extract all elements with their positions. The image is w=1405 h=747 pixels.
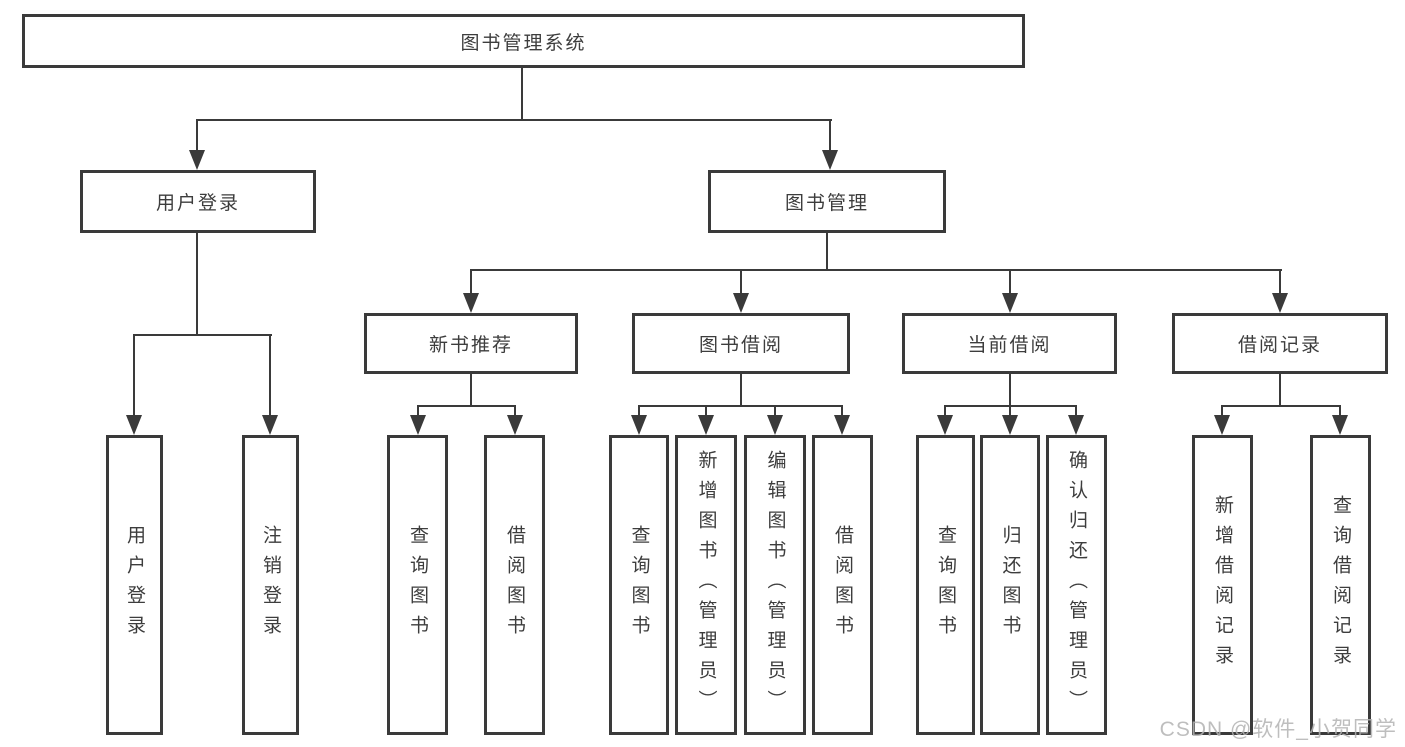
leaf-label: 归还图书 (999, 525, 1021, 645)
arrow-down-icon (834, 415, 850, 435)
arrow-down-icon (507, 415, 523, 435)
arrow-down-icon (767, 415, 783, 435)
connector-line (1009, 374, 1011, 407)
leaf-confirm-return-admin: 确认归还（管理员） (1046, 435, 1107, 735)
connector-line (1009, 405, 1011, 417)
leaf-edit-books-admin: 编辑图书（管理员） (744, 435, 806, 735)
leaf-add-borrow-record: 新增借阅记录 (1192, 435, 1253, 735)
connector-line (826, 233, 828, 271)
node-borrowing-records: 借阅记录 (1172, 313, 1388, 374)
connector-line (514, 405, 516, 417)
arrow-down-icon (1272, 293, 1288, 313)
connector-line (841, 405, 843, 417)
connector-line (705, 405, 707, 417)
arrow-down-icon (410, 415, 426, 435)
leaf-label: 查询图书 (935, 525, 956, 645)
connector-line (133, 334, 272, 336)
arrow-down-icon (937, 415, 953, 435)
leaf-label: 新增借阅记录 (1212, 495, 1233, 675)
arrow-down-icon (1332, 415, 1348, 435)
connector-line (196, 119, 832, 121)
connector-line (196, 233, 198, 336)
node-library-management-system: 图书管理系统 (22, 14, 1025, 68)
connector-line (1339, 405, 1341, 417)
leaf-borrow-books-new-rec: 借阅图书 (484, 435, 545, 735)
connector-line (196, 119, 198, 152)
connector-line (470, 374, 472, 407)
leaf-query-books-new-rec: 查询图书 (387, 435, 448, 735)
connector-line (945, 405, 1077, 407)
connector-line (638, 405, 843, 407)
leaf-borrow-books-borrow: 借阅图书 (812, 435, 873, 735)
leaf-label: 注销登录 (260, 525, 281, 645)
leaf-user-login: 用户登录 (106, 435, 163, 735)
connector-line (829, 119, 831, 152)
arrow-down-icon (1002, 415, 1018, 435)
arrow-down-icon (189, 150, 205, 170)
leaf-label: 借阅图书 (504, 525, 525, 645)
leaf-query-books-current: 查询图书 (916, 435, 975, 735)
connector-line (944, 405, 946, 417)
arrow-down-icon (1214, 415, 1230, 435)
leaf-label: 查询图书 (407, 525, 428, 645)
connector-line (638, 405, 640, 417)
arrow-down-icon (1002, 293, 1018, 313)
leaf-return-books: 归还图书 (980, 435, 1040, 735)
connector-line (1222, 405, 1341, 407)
connector-line (269, 334, 271, 415)
leaf-add-books-admin: 新增图书（管理员） (675, 435, 737, 735)
arrow-down-icon (733, 293, 749, 313)
arrow-down-icon (262, 415, 278, 435)
connector-line (417, 405, 516, 407)
leaf-query-books-borrow: 查询图书 (609, 435, 669, 735)
leaf-label: 用户登录 (124, 525, 145, 645)
arrow-down-icon (463, 293, 479, 313)
node-current-borrowing: 当前借阅 (902, 313, 1117, 374)
node-book-borrowing: 图书借阅 (632, 313, 850, 374)
connector-line (740, 374, 742, 407)
connector-line (1009, 269, 1011, 295)
leaf-logout-login: 注销登录 (242, 435, 299, 735)
leaf-label: 编辑图书（管理员） (764, 450, 786, 720)
node-new-book-recommendation: 新书推荐 (364, 313, 578, 374)
connector-line (133, 334, 135, 415)
arrow-down-icon (631, 415, 647, 435)
connector-line (1075, 405, 1077, 417)
leaf-label: 借阅图书 (832, 525, 853, 645)
connector-line (740, 269, 742, 295)
arrow-down-icon (822, 150, 838, 170)
node-user-login: 用户登录 (80, 170, 316, 233)
connector-line (1279, 269, 1281, 295)
leaf-label: 查询借阅记录 (1330, 495, 1351, 675)
arrow-down-icon (1068, 415, 1084, 435)
arrow-down-icon (126, 415, 142, 435)
connector-line (1279, 374, 1281, 407)
leaf-label: 查询图书 (628, 525, 650, 645)
node-book-management: 图书管理 (708, 170, 946, 233)
connector-line (470, 269, 1282, 271)
connector-line (774, 405, 776, 417)
leaf-query-borrow-record: 查询借阅记录 (1310, 435, 1371, 735)
connector-line (1221, 405, 1223, 417)
leaf-label: 新增图书（管理员） (695, 450, 717, 720)
connector-line (417, 405, 419, 417)
leaf-label: 确认归还（管理员） (1066, 450, 1087, 720)
arrow-down-icon (698, 415, 714, 435)
connector-line (521, 68, 523, 121)
connector-line (470, 269, 472, 295)
